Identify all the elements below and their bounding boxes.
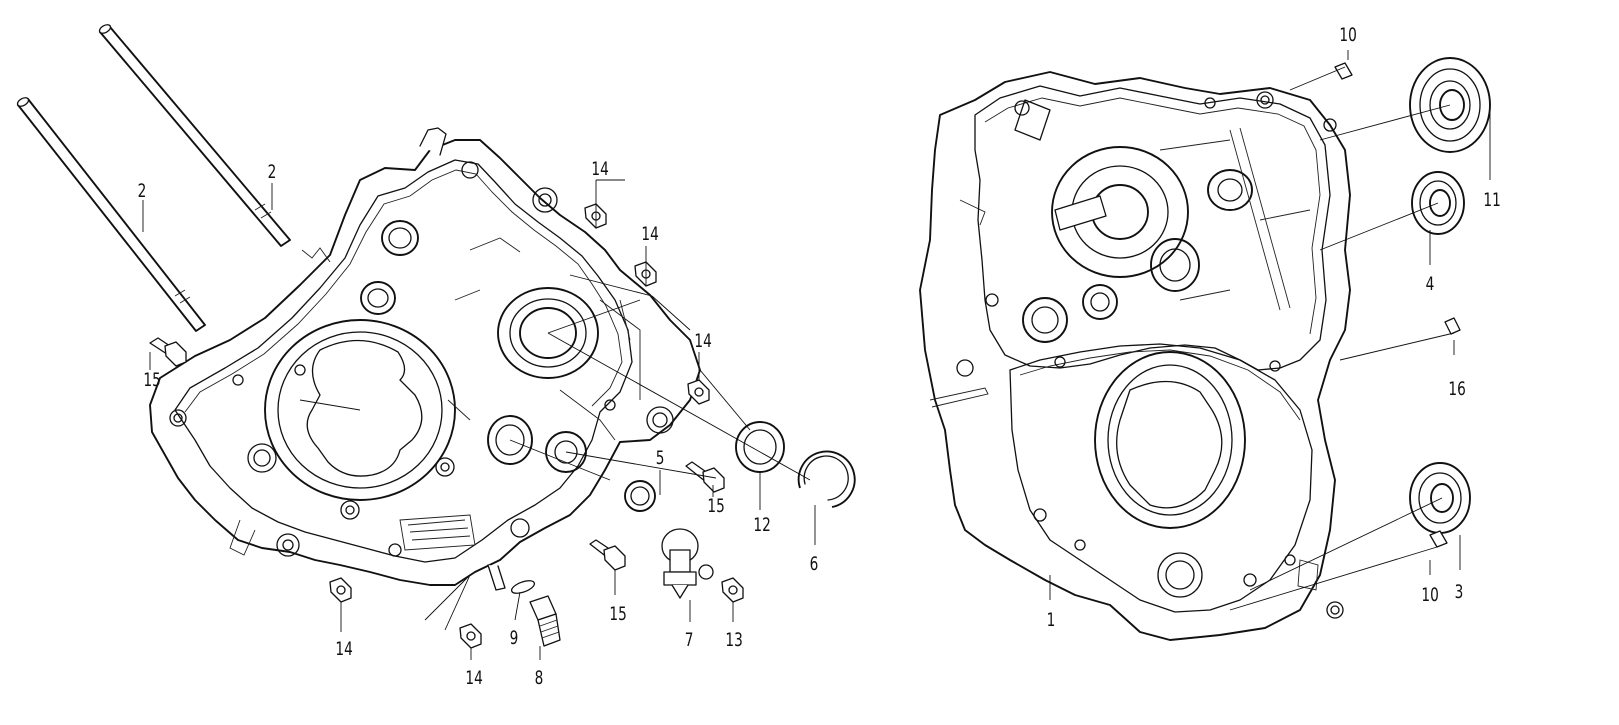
callout-7: 7 [685,629,694,651]
callout-labels: 1 2 2 3 4 5 6 7 8 9 10 10 11 12 13 14 14… [138,24,1501,689]
stud-2b [98,24,291,247]
sensor-7 [661,528,714,599]
left-crankcase-half [149,127,701,591]
callout-10b: 10 [1421,584,1438,606]
callout-15a: 15 [143,369,160,391]
leader-lines [142,50,1491,660]
callout-8: 8 [535,667,544,689]
callout-16: 16 [1448,378,1465,400]
oil-seal-5 [624,480,656,512]
callout-13: 13 [725,629,742,651]
callout-6: 6 [810,553,819,575]
bearing-3 [1409,462,1471,534]
callout-14a: 14 [591,158,608,180]
callout-4: 4 [1426,273,1435,295]
callout-5: 5 [656,447,665,469]
callout-14d: 14 [335,638,352,660]
callout-2a: 2 [138,180,147,202]
callout-12: 12 [753,514,770,536]
oil-seal-12 [735,421,785,473]
callout-1: 1 [1047,609,1056,631]
drain-bolt-8 [529,595,561,647]
right-crankcase-half [919,71,1351,641]
callout-15c: 15 [609,603,626,625]
washer-9 [510,580,536,594]
callout-2b: 2 [268,161,277,183]
callout-9: 9 [510,627,519,649]
circlip-6 [797,450,856,508]
stud-2a [16,97,206,332]
callout-14b: 14 [641,223,658,245]
bolts-left [149,203,744,649]
callout-11: 11 [1483,189,1500,211]
callout-14c: 14 [694,330,711,352]
callout-10a: 10 [1339,24,1356,46]
callout-14e: 14 [465,667,482,689]
callout-3: 3 [1455,581,1464,603]
dowel-pins [1334,62,1461,548]
callout-15b: 15 [707,495,724,517]
